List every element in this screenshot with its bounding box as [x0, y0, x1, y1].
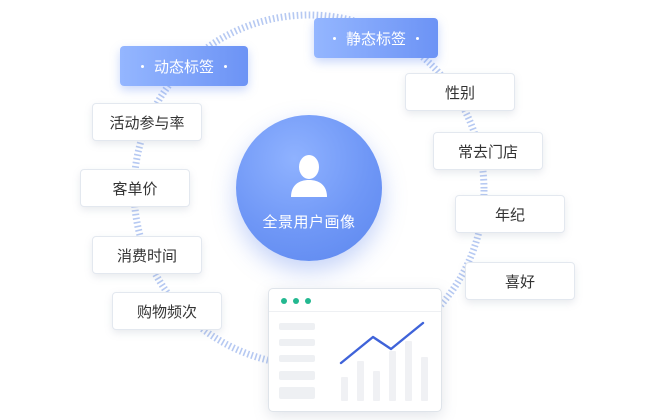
static-tag-header: 静态标签	[314, 18, 438, 58]
tag-label: 购物频次	[136, 302, 197, 321]
dynamic-tag-header: 动态标签	[120, 46, 248, 86]
dot-icon	[140, 64, 144, 68]
dynamic-tag-title: 动态标签	[153, 57, 214, 76]
user-silhouette-icon	[291, 155, 327, 197]
dot-icon	[332, 36, 336, 40]
center-profile-circle: 全景用户画像	[236, 115, 382, 261]
static-tag-preference: 喜好	[465, 262, 575, 300]
static-tag-gender: 性别	[405, 73, 515, 111]
chart-bar	[341, 377, 348, 401]
chart-bar	[389, 351, 396, 401]
skeleton-block	[279, 323, 315, 330]
window-dot-icon	[293, 298, 299, 304]
static-tag-frequent-store: 常去门店	[433, 132, 543, 170]
chart-bar	[421, 357, 428, 401]
static-tag-age: 年纪	[455, 195, 565, 233]
tag-label: 常去门店	[457, 142, 518, 161]
tag-label: 消费时间	[116, 246, 177, 265]
skeleton-block	[279, 339, 315, 346]
tag-label: 性别	[444, 83, 475, 102]
chart-bar	[357, 361, 364, 401]
dynamic-tag-purchase-time: 消费时间	[92, 236, 202, 274]
chart-bar	[373, 371, 380, 401]
tag-label: 喜好	[504, 272, 535, 291]
center-label: 全景用户画像	[262, 213, 356, 231]
skeleton-block	[279, 355, 315, 362]
skeleton-block	[279, 371, 315, 380]
chart-bar	[405, 341, 412, 401]
dot-icon	[416, 36, 419, 40]
dynamic-tag-activity-rate: 活动参与率	[92, 103, 202, 141]
dynamic-tag-purchase-frequency: 购物频次	[112, 292, 222, 330]
tag-label: 客单价	[112, 179, 158, 198]
tag-label: 年纪	[494, 205, 525, 224]
window-dot-icon	[281, 298, 287, 304]
static-tag-title: 静态标签	[345, 29, 406, 48]
dashboard-titlebar	[269, 289, 441, 312]
dynamic-tag-avg-order-value: 客单价	[80, 169, 190, 207]
skeleton-block	[279, 387, 315, 399]
tag-label: 活动参与率	[109, 113, 185, 132]
dashboard-illustration	[268, 288, 442, 412]
trend-line-icon	[339, 321, 425, 365]
dot-icon	[224, 64, 227, 68]
window-dot-icon	[305, 298, 311, 304]
